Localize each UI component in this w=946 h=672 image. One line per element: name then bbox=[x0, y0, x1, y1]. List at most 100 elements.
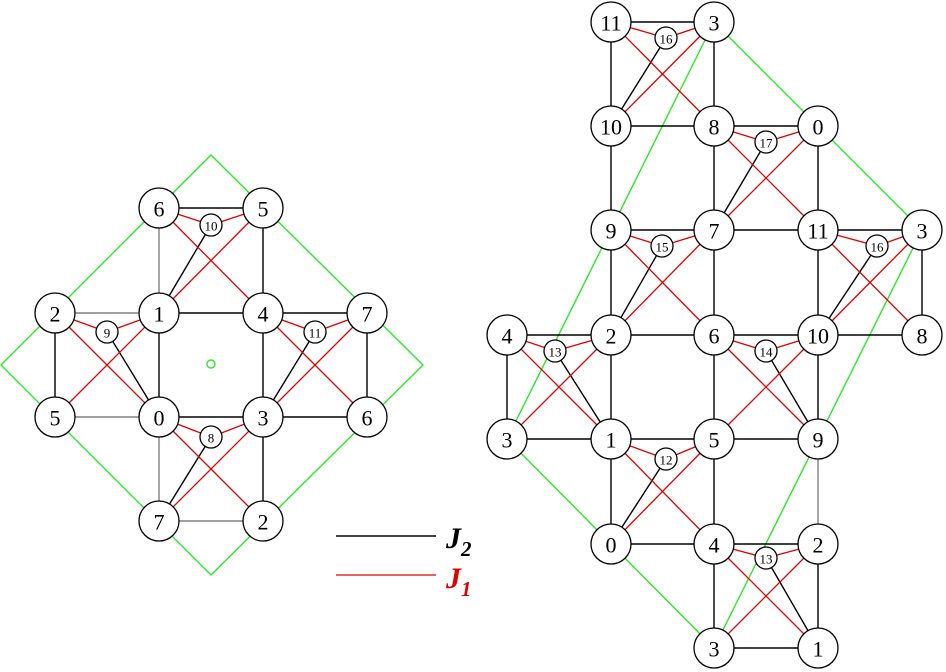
right-site: 0 bbox=[797, 105, 839, 147]
right-site: 17 bbox=[754, 130, 778, 154]
right-site-circle bbox=[797, 314, 839, 356]
left-site-label: 9 bbox=[104, 326, 111, 341]
right-site-label: 4 bbox=[709, 533, 720, 558]
right-j1-edge-23 bbox=[713, 334, 819, 440]
right-site-label: 4 bbox=[502, 324, 513, 349]
right-site-circle bbox=[654, 26, 678, 50]
right-site: 11 bbox=[590, 1, 632, 43]
left-j1-edge-15 bbox=[158, 416, 264, 522]
left-site-circle bbox=[346, 292, 388, 334]
left-site-label: 6 bbox=[362, 406, 373, 431]
right-site-label: 11 bbox=[807, 219, 828, 244]
right-site-circle bbox=[590, 523, 632, 565]
left-site: 1 bbox=[138, 292, 180, 334]
left-j1-edge-11 bbox=[262, 312, 368, 418]
left-site-circle bbox=[138, 187, 180, 229]
left-site: 0 bbox=[138, 396, 180, 438]
left-unit-cell-boundary bbox=[0, 154, 424, 576]
left-site-label: 1 bbox=[154, 302, 165, 327]
right-site-circle bbox=[797, 523, 839, 565]
right-site: 8 bbox=[693, 105, 735, 147]
left-site-label: 5 bbox=[50, 406, 61, 431]
right-site: 1 bbox=[797, 627, 839, 669]
right-site-label: 0 bbox=[606, 533, 617, 558]
right-site-label: 9 bbox=[813, 428, 824, 453]
left-site-circle bbox=[199, 425, 223, 449]
right-site: 10 bbox=[590, 105, 632, 147]
left-site-circle bbox=[138, 396, 180, 438]
right-site-label: 10 bbox=[600, 115, 622, 140]
right-site-label: 8 bbox=[709, 115, 720, 140]
right-site-label: 7 bbox=[709, 219, 720, 244]
right-site: 16 bbox=[865, 234, 889, 258]
right-site-circle bbox=[693, 314, 735, 356]
left-site-circle bbox=[34, 292, 76, 334]
legend-j1-label: J1 bbox=[445, 562, 472, 601]
right-site-circle bbox=[590, 418, 632, 460]
left-j1-edge-3 bbox=[158, 207, 264, 314]
right-site-label: 13 bbox=[760, 552, 773, 567]
legend-j2-label: J2 bbox=[445, 522, 472, 561]
right-site: 9 bbox=[590, 209, 632, 251]
left-site: 11 bbox=[303, 320, 327, 344]
right-j1-edge-7 bbox=[713, 125, 819, 231]
left-site: 3 bbox=[242, 396, 284, 438]
left-site-label: 0 bbox=[154, 406, 165, 431]
right-site: 6 bbox=[693, 314, 735, 356]
left-j1-edge-7 bbox=[54, 312, 160, 418]
left-site-label: 7 bbox=[362, 302, 373, 327]
right-site-label: 17 bbox=[760, 136, 774, 151]
right-site: 13 bbox=[543, 339, 567, 363]
right-site-label: 3 bbox=[709, 11, 720, 36]
right-site-label: 0 bbox=[813, 115, 824, 140]
right-site: 13 bbox=[754, 546, 778, 570]
right-site-label: 16 bbox=[871, 240, 885, 255]
right-site-circle bbox=[590, 314, 632, 356]
right-j1-edge-31 bbox=[713, 543, 819, 649]
right-site: 11 bbox=[797, 209, 839, 251]
left-site: 4 bbox=[242, 292, 284, 334]
right-site-label: 8 bbox=[917, 324, 928, 349]
left-site: 10 bbox=[199, 213, 223, 237]
right-site-circle bbox=[797, 209, 839, 251]
right-site-label: 9 bbox=[606, 219, 617, 244]
right-j1-edge-19 bbox=[506, 334, 612, 440]
right-site-circle bbox=[797, 627, 839, 669]
right-site: 12 bbox=[654, 447, 678, 471]
right-site-circle bbox=[901, 314, 943, 356]
right-site-label: 3 bbox=[917, 219, 928, 244]
right-site-circle bbox=[486, 314, 528, 356]
right-site: 3 bbox=[693, 627, 735, 669]
right-site-circle bbox=[693, 418, 735, 460]
left-site-circle bbox=[95, 320, 119, 344]
left-site-label: 10 bbox=[205, 219, 218, 234]
right-site-label: 2 bbox=[813, 533, 824, 558]
left-site: 2 bbox=[34, 292, 76, 334]
left-site-circle bbox=[138, 292, 180, 334]
right-j1-edge-11 bbox=[610, 229, 715, 336]
right-site-label: 1 bbox=[813, 637, 824, 662]
left-site: 6 bbox=[138, 187, 180, 229]
right-site-circle bbox=[693, 627, 735, 669]
left-site-label: 6 bbox=[154, 197, 165, 222]
right-site-circle bbox=[486, 418, 528, 460]
legend: J2 J1 bbox=[336, 522, 472, 601]
right-site: 7 bbox=[693, 209, 735, 251]
left-site-label: 5 bbox=[258, 197, 269, 222]
right-site-circle bbox=[543, 339, 567, 363]
left-site-circle bbox=[138, 500, 180, 542]
right-site-circle bbox=[654, 447, 678, 471]
right-site: 15 bbox=[650, 234, 674, 258]
right-site-circle bbox=[754, 130, 778, 154]
left-site-label: 8 bbox=[208, 431, 215, 446]
right-site-label: 13 bbox=[549, 345, 562, 360]
left-site: 2 bbox=[242, 500, 284, 542]
right-site-label: 6 bbox=[709, 324, 720, 349]
right-site-circle bbox=[865, 234, 889, 258]
right-site: 16 bbox=[654, 26, 678, 50]
left-site-circle bbox=[242, 187, 284, 229]
right-site-label: 14 bbox=[760, 345, 774, 360]
center-marker bbox=[206, 359, 216, 369]
